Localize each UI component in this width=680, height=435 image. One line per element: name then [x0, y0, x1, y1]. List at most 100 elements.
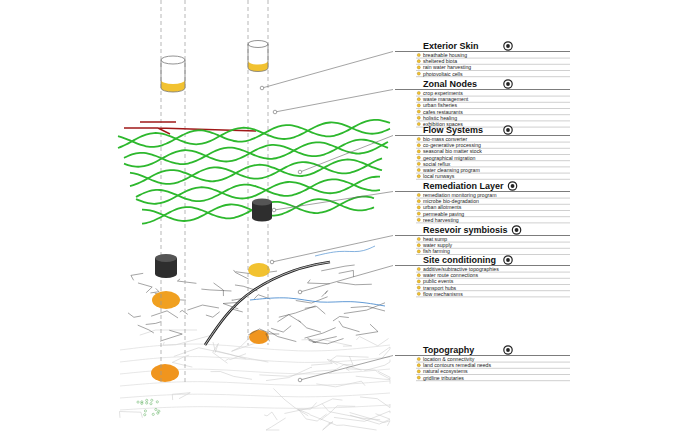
contour-line: [120, 393, 390, 398]
icon-ring: [504, 80, 512, 88]
item-bullet: [417, 376, 420, 379]
leader-end: [270, 260, 274, 264]
item-bullet: [417, 274, 420, 277]
street-line: [308, 280, 330, 284]
street-line: [187, 305, 219, 310]
layer-item: public events: [423, 278, 453, 284]
icon-ring: [504, 126, 512, 134]
layer-item: additive/subtractive topographies: [423, 266, 499, 272]
street-line: [339, 270, 354, 277]
item-bullet: [417, 200, 420, 203]
street-line: [337, 282, 371, 285]
layer-heading: Flow Systems: [423, 125, 483, 135]
reservoir-cylinder: [155, 254, 177, 278]
icon-dot: [506, 258, 510, 262]
leader-line: [275, 90, 393, 113]
heading-icon: [504, 346, 512, 354]
topo-line: [323, 422, 333, 430]
layer-item: heat sump: [423, 236, 447, 242]
layer-item: permeable paving: [423, 211, 464, 217]
contour-line: [120, 344, 390, 351]
leader-end: [260, 86, 264, 90]
cylinder-top: [161, 56, 185, 64]
vegetation-dot: [146, 399, 148, 401]
street-line: [356, 324, 378, 335]
layer-heading: Site conditioning: [423, 255, 496, 265]
street-line: [131, 273, 143, 280]
topo-line: [378, 371, 390, 379]
topography-layer: [119, 330, 390, 430]
item-bullet: [417, 91, 420, 94]
layer-item: bio-mass converter: [423, 136, 467, 142]
street-line: [307, 338, 315, 342]
topo-line: [266, 418, 286, 430]
street-line: [180, 310, 188, 314]
street-line: [150, 288, 159, 293]
item-bullet: [417, 175, 420, 178]
cylinder-top: [155, 254, 177, 262]
heading-icon: [504, 126, 512, 134]
heading-rule: [395, 355, 570, 356]
item-bullet: [417, 150, 420, 153]
layer-item: flow mechanisms: [423, 291, 463, 297]
layer-item: water route connections: [423, 272, 478, 278]
icon-ring: [508, 182, 516, 190]
item-bullet: [417, 156, 420, 159]
street-line: [351, 306, 385, 311]
icon-dot: [506, 44, 510, 48]
item-bullet: [417, 116, 420, 119]
layer-heading: Resevoir symbiosis: [423, 225, 508, 235]
layer-item: microbe bio-degradation: [423, 198, 479, 204]
topo-line: [329, 356, 353, 374]
topo-line: [273, 388, 308, 415]
item-bullet: [417, 66, 420, 69]
heading-rule: [395, 135, 570, 136]
river: [315, 246, 375, 256]
topo-zone: [151, 364, 179, 382]
flow-path: [130, 159, 382, 186]
street-line: [201, 289, 231, 291]
layer-item: water supply: [423, 242, 452, 248]
layer-item: rain water harvesting: [423, 64, 471, 70]
flow-path: [142, 197, 374, 224]
leader-line: [274, 192, 393, 211]
layer-item: fish farming: [423, 248, 450, 254]
vertical-guides: [161, 0, 268, 385]
item-bullet: [417, 168, 420, 171]
layer-item: cafes restaurants: [423, 109, 463, 115]
vegetation-dot: [158, 410, 160, 412]
topo-line: [364, 360, 390, 371]
highway: [205, 262, 330, 345]
icon-ring: [512, 226, 520, 234]
street-line: [151, 311, 178, 318]
item-bullet: [417, 144, 420, 147]
layer-item: reed harvesting: [423, 217, 459, 223]
cylinder-fill: [248, 61, 268, 72]
layer-item: co-generative processing: [423, 142, 481, 148]
leader-lines: [260, 52, 393, 382]
vegetation-dot: [144, 410, 146, 412]
vegetation-dot: [156, 401, 158, 403]
leader-line: [300, 136, 393, 173]
heading-rule: [395, 191, 570, 192]
layer-item: photovoltaic cells: [423, 71, 463, 77]
leader-end: [272, 208, 276, 212]
icon-dot: [506, 348, 510, 352]
item-bullet: [417, 104, 420, 107]
glass-cylinder: [248, 41, 268, 72]
icon-dot: [515, 228, 519, 232]
layer-item: social reflux: [423, 161, 450, 167]
layer-item: geographical migration: [423, 155, 475, 161]
heading-icon: [504, 256, 512, 264]
icon-ring: [504, 42, 512, 50]
street-line: [321, 265, 354, 271]
item-bullet: [417, 162, 420, 165]
street-line: [339, 321, 360, 332]
cylinder-top: [248, 41, 268, 48]
item-bullet: [417, 237, 420, 240]
cylinder-side: [248, 44, 268, 72]
site-zone: [152, 291, 180, 309]
item-bullet: [417, 364, 420, 367]
topo-line: [310, 415, 377, 430]
leader-end: [298, 170, 302, 174]
